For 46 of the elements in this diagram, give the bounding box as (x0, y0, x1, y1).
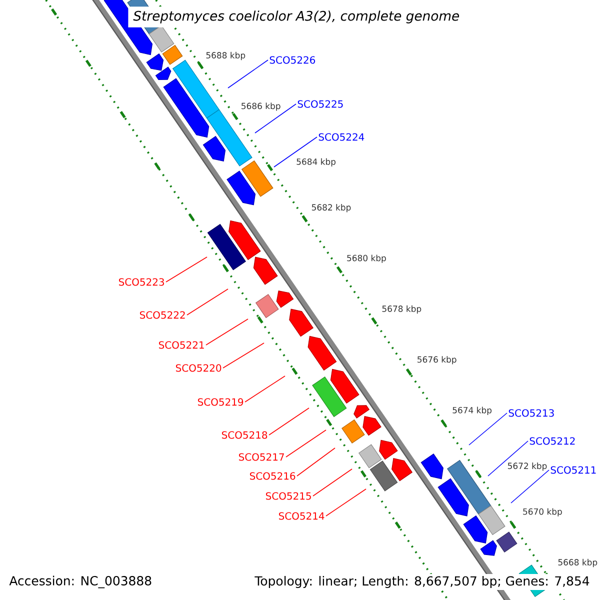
scale-label: 5686 kbp (242, 102, 280, 111)
scale-label: 5674 kbp (452, 406, 492, 415)
leader-line (510, 470, 550, 504)
gene-label: SCO5226 (270, 56, 316, 64)
gene-label: SCO5222 (140, 311, 185, 319)
leader-line (222, 342, 264, 368)
scale-label: 5676 kbp (418, 356, 456, 364)
leader-line (244, 376, 286, 402)
gene-label: SCO5212 (530, 437, 575, 445)
scale-label: 5670 kbp (523, 508, 562, 516)
gene-label: SCO5214 (279, 512, 324, 520)
genome-info-label: Topology: linear; Length: 8,667,507 bp; Genes: 7,854 (252, 574, 592, 590)
accession-label: Accession: NC_003888 (7, 574, 154, 590)
leader-line (254, 104, 296, 134)
scale-label: 5672 kbp (508, 462, 547, 471)
leader-line (488, 440, 528, 476)
gene-label: SCO5211 (550, 466, 596, 474)
scale-label: 5688 kbp (206, 52, 246, 60)
gene-label: SCO5221 (158, 341, 204, 349)
gene-label: SCO5217 (239, 453, 284, 461)
gene-label: SCO5216 (250, 472, 296, 480)
leader-line (326, 488, 366, 516)
scale-label: 5682 kbp (312, 204, 351, 212)
leader-line (468, 412, 508, 446)
leader-line (312, 468, 352, 496)
scale-label: 5680 kbp (347, 254, 386, 263)
gene-label: SCO5223 (118, 278, 164, 286)
scale-label: 5668 kbp (558, 558, 598, 568)
gene-label: SCO5218 (222, 431, 268, 439)
leader-line (296, 448, 336, 476)
scale-label: 5678 kbp (382, 305, 422, 314)
leader-line (186, 288, 228, 316)
gene-label: SCO5215 (266, 492, 311, 500)
leader-line (286, 430, 326, 458)
scale-label: 5684 kbp (296, 158, 336, 166)
leader-line (228, 60, 268, 88)
gene-label: SCO5213 (508, 409, 554, 417)
gene-label: SCO5224 (318, 133, 364, 141)
gene-label: SCO5220 (176, 364, 222, 372)
leader-line (166, 256, 208, 282)
leader-line (274, 136, 318, 168)
map-title: Streptomyces coelicolor A3(2), complete genome (128, 6, 465, 28)
gene-label: SCO5225 (298, 100, 343, 108)
leader-line (206, 318, 248, 346)
gene-label: SCO5219 (198, 398, 244, 406)
leader-line (268, 408, 310, 436)
